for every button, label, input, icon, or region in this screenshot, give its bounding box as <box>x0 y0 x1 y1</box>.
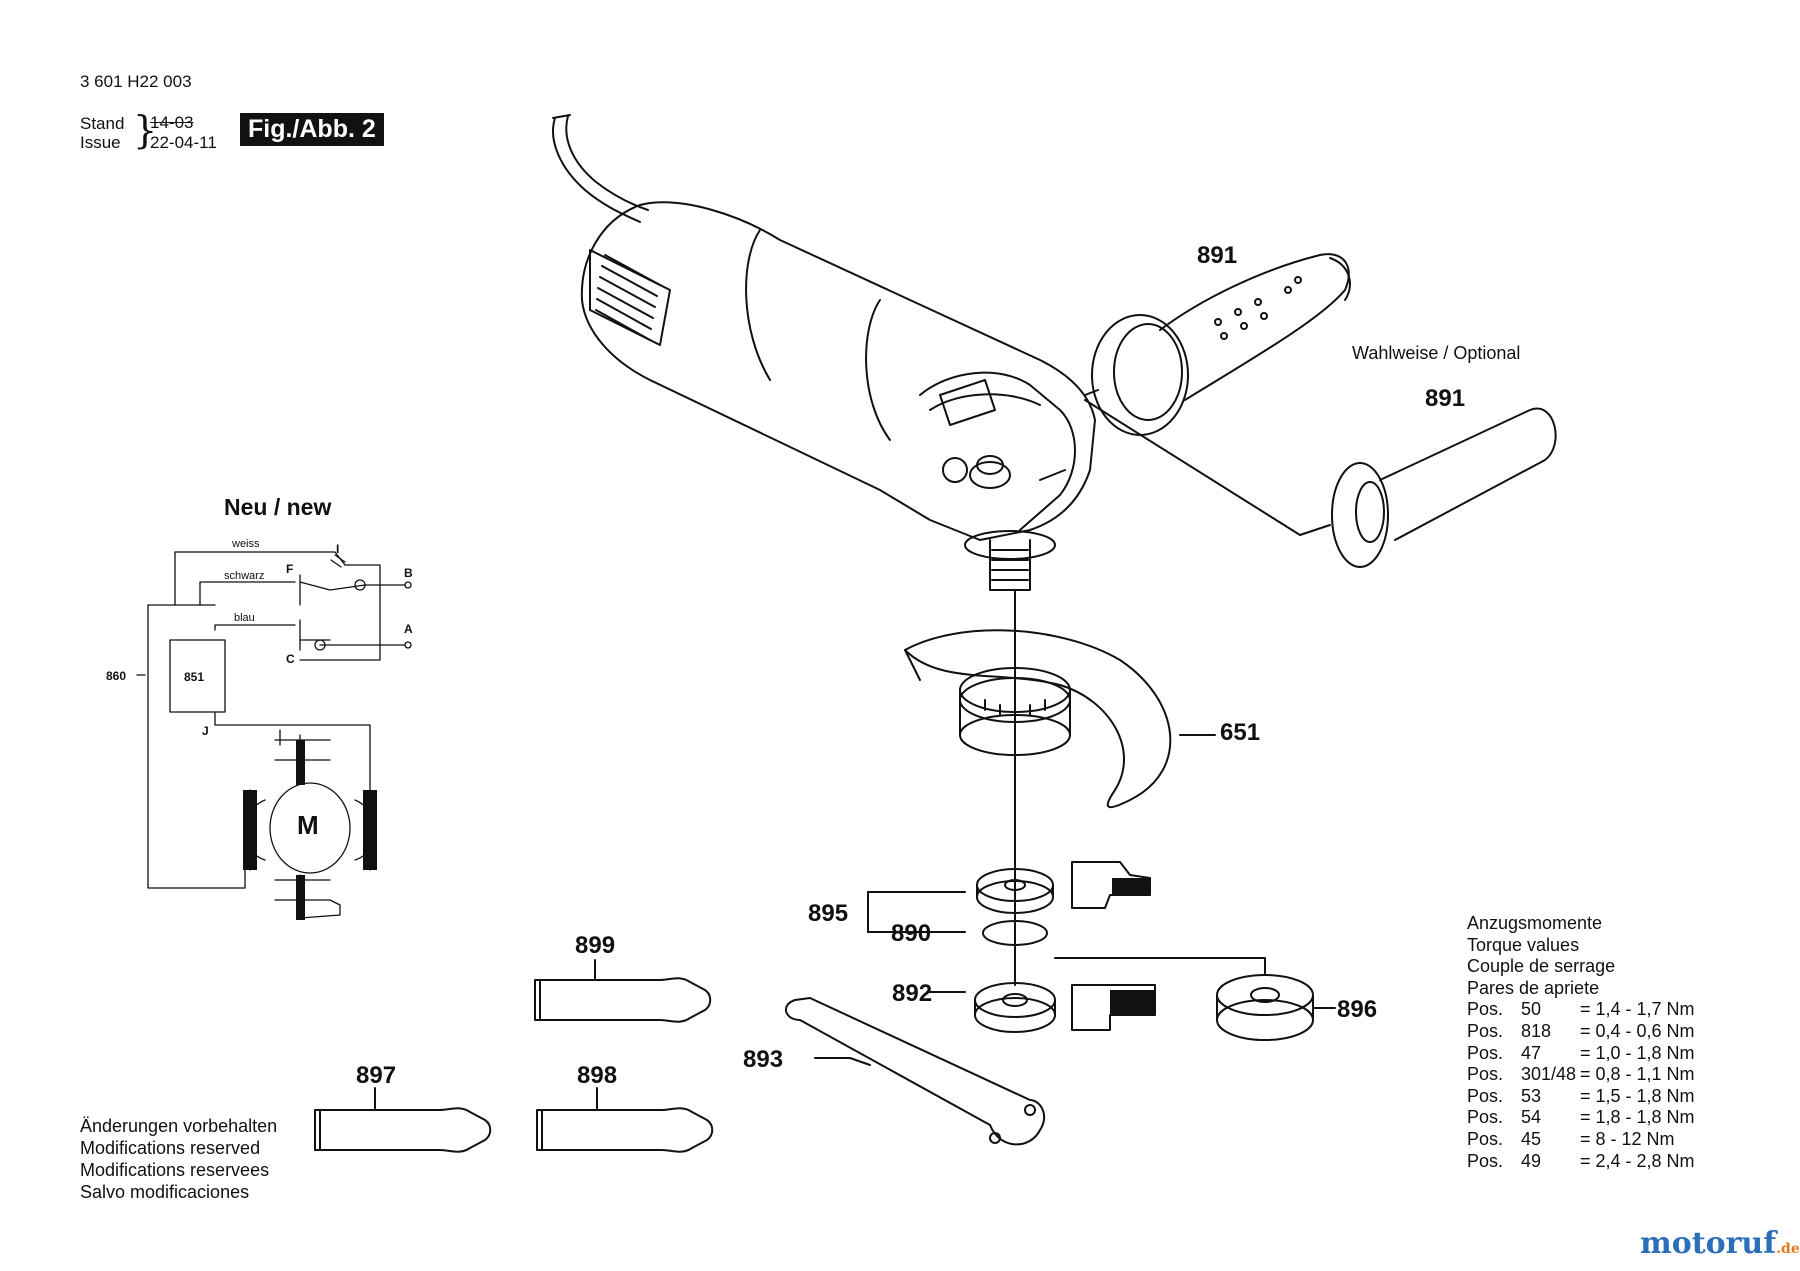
modifications-en: Modifications reserved <box>80 1138 261 1158</box>
callout-891-top: 891 <box>1197 242 1238 269</box>
part-number: 3 601 H22 003 <box>80 72 192 91</box>
component-860-label: 860 <box>106 669 127 683</box>
watermark-suffix: .de <box>1776 1241 1800 1257</box>
angle-grinder-body <box>580 201 1096 591</box>
grease-tube-899-drawing <box>534 959 712 1023</box>
issue-value: 22-04-11 <box>150 133 217 152</box>
torque-heading-fr: Couple de serrage <box>1467 956 1616 977</box>
wiring-title: Neu / new <box>224 494 332 520</box>
torque-heading-en: Torque values <box>1467 934 1580 955</box>
power-cord <box>552 114 649 223</box>
torque-row: Pos.54= 1,8 - 1,8 Nm <box>1467 1107 1695 1128</box>
terminal-A: A <box>404 622 413 636</box>
torque-heading-de: Anzugsmomente <box>1467 913 1603 933</box>
flange-set-drawing <box>867 829 1336 1041</box>
two-pin-spanner-893-drawing <box>785 997 1046 1146</box>
component-851-label: 851 <box>184 670 205 684</box>
callout-890: 890 <box>891 920 932 947</box>
terminal-B: B <box>404 566 413 580</box>
watermark-text: motoruf <box>1640 1226 1777 1261</box>
optional-handle-drawing <box>1084 399 1557 568</box>
terminal-C: C <box>286 652 295 666</box>
torque-row: Pos.47= 1,0 - 1,8 Nm <box>1467 1042 1695 1063</box>
torque-row: Pos.818= 0,4 - 0,6 Nm <box>1467 1020 1695 1041</box>
torque-heading-es: Pares de apriete <box>1467 977 1600 998</box>
torque-table: Anzugsmomente Torque values Couple de se… <box>1467 913 1695 1172</box>
callout-898: 898 <box>577 1062 618 1089</box>
modifications-fr: Modifications reservees <box>80 1160 270 1180</box>
torque-row: Pos.50= 1,4 - 1,7 Nm <box>1467 999 1695 1020</box>
modifications-notice: Änderungen vorbehalten Modifications res… <box>80 1115 277 1203</box>
grease-tube-898-drawing <box>536 1087 714 1153</box>
callout-897: 897 <box>356 1062 397 1089</box>
stand-label: Stand <box>80 114 125 133</box>
torque-row: Pos.301/48= 0,8 - 1,1 Nm <box>1467 1064 1695 1085</box>
auxiliary-handle-891-drawing <box>1084 253 1351 436</box>
terminal-J: J <box>202 724 209 738</box>
callout-893: 893 <box>743 1046 784 1073</box>
stand-value: 14-03 <box>150 113 194 132</box>
brace-icon: } <box>133 108 158 152</box>
wire-label-weiss: weiss <box>232 538 260 550</box>
callout-895: 895 <box>808 900 849 927</box>
wire-label-schwarz: schwarz <box>224 570 265 582</box>
optional-label: Wahlweise / Optional <box>1352 343 1521 363</box>
wire-label-blau: blau <box>234 612 255 624</box>
modifications-de: Änderungen vorbehalten <box>80 1116 278 1136</box>
callout-899: 899 <box>575 932 616 959</box>
schematic-solid-parts <box>243 740 1155 1015</box>
torque-row: Pos.45= 8 - 12 Nm <box>1467 1128 1675 1149</box>
figure-label: Fig./Abb. 2 <box>240 113 384 146</box>
terminal-I: I <box>336 542 340 556</box>
grease-tube-897-drawing <box>314 1087 492 1153</box>
torque-row: Pos.53= 1,5 - 1,8 Nm <box>1467 1085 1695 1106</box>
modifications-es: Salvo modificaciones <box>80 1182 250 1202</box>
wiring-schematic <box>136 551 412 919</box>
callout-651: 651 <box>1220 719 1261 746</box>
torque-row: Pos.49= 2,4 - 2,8 Nm <box>1467 1150 1695 1171</box>
issue-label: Issue <box>80 133 121 152</box>
protective-guard-651-drawing <box>904 589 1216 831</box>
callout-892: 892 <box>892 980 933 1007</box>
terminal-F: F <box>286 562 294 576</box>
motor-label: M <box>297 810 319 840</box>
watermark-logo: motoruf.de <box>1640 1226 1800 1261</box>
callout-891-optional: 891 <box>1425 385 1466 412</box>
callout-896: 896 <box>1337 996 1378 1023</box>
